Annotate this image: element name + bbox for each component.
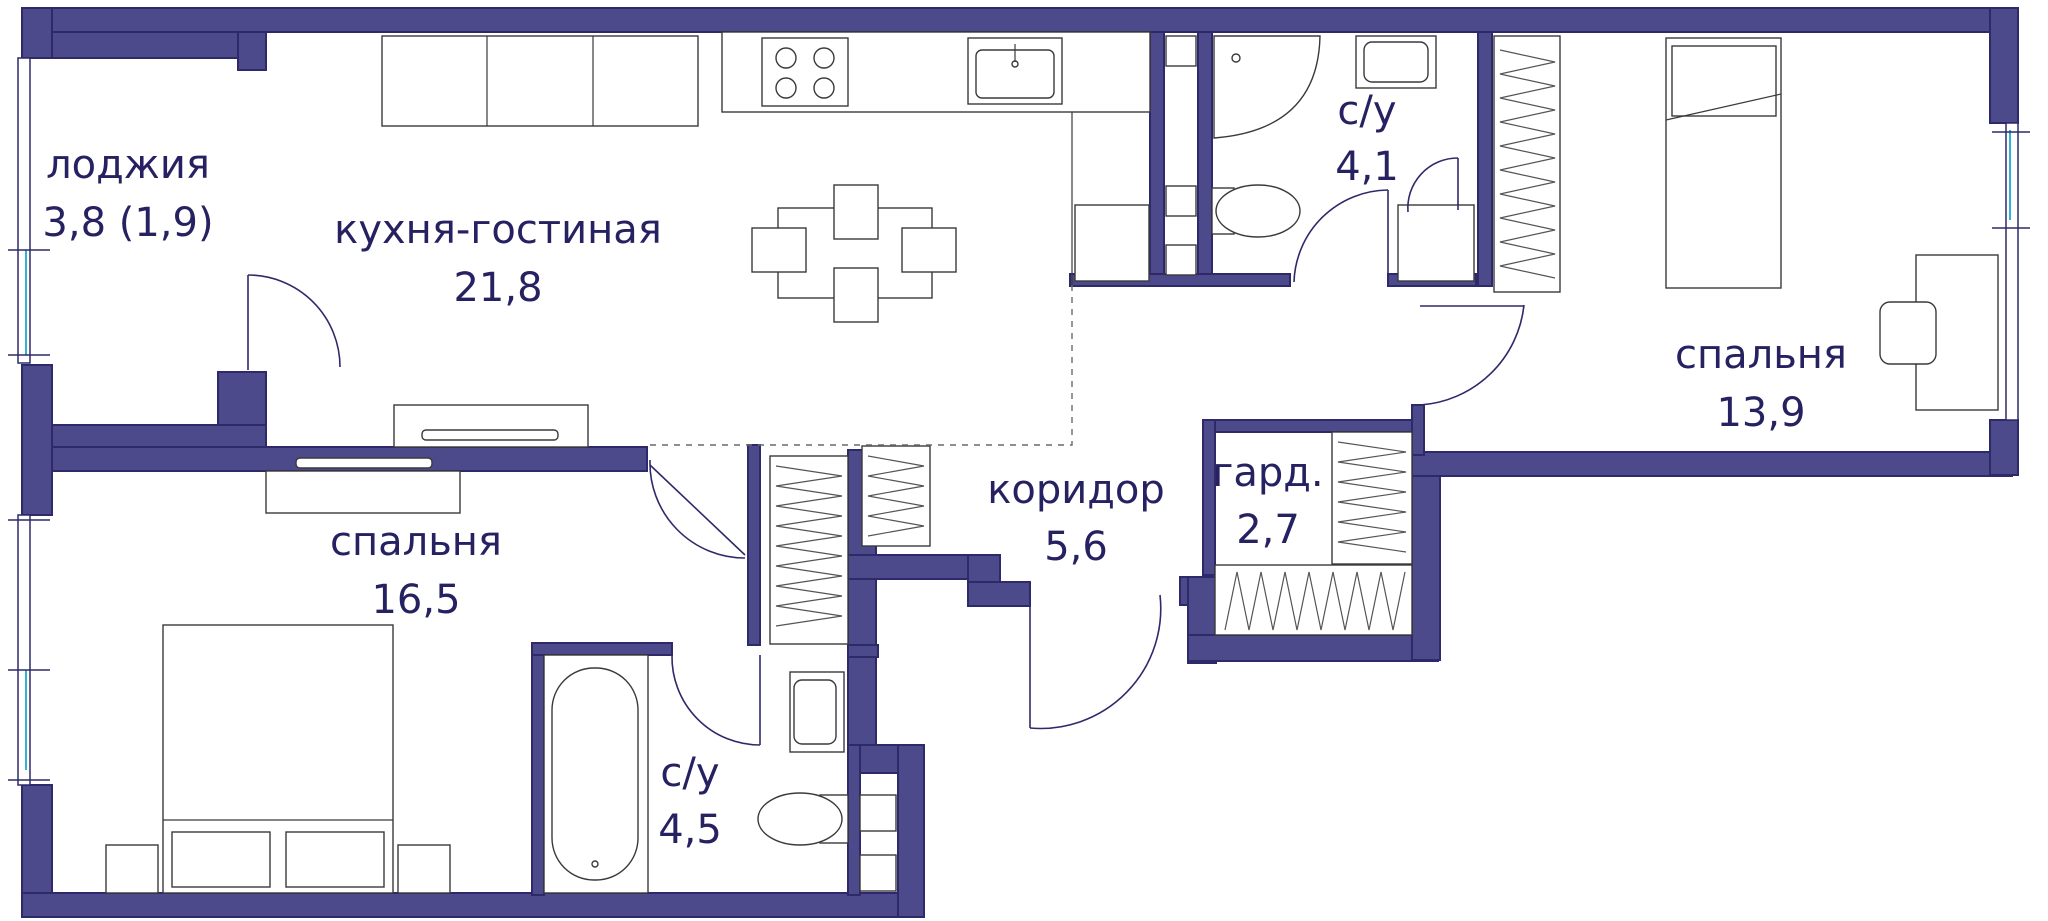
chair-icon — [833, 184, 879, 240]
sofa — [381, 35, 699, 127]
bed-icon — [105, 624, 451, 894]
room-name-corridor: коридор — [987, 467, 1165, 513]
wall-bath-inner — [847, 644, 879, 658]
sink-icon — [1355, 35, 1437, 89]
doors — [247, 157, 1525, 746]
room-name-bedroom-right: спальня — [1675, 332, 1847, 378]
toilet-icon — [1211, 184, 1301, 238]
room-area-corridor: 5,6 — [1044, 524, 1108, 570]
wall-corridor-step3 — [967, 581, 1031, 607]
wall-bottom — [21, 892, 925, 918]
bathtub-icon — [543, 654, 649, 894]
wardrobe-shaft-right — [1493, 35, 1561, 293]
chair-icon — [901, 227, 957, 273]
fridge — [1074, 204, 1150, 282]
wall-shaft-left — [1149, 31, 1165, 285]
wardrobe-corridor — [769, 445, 931, 645]
room-name-kitchen: кухня-гостиная — [334, 207, 662, 253]
room-area-wardrobe: 2,7 — [1236, 507, 1300, 553]
window-icon — [1992, 122, 2030, 421]
door-icon — [671, 654, 761, 746]
wall-loggia-corner — [237, 31, 267, 71]
stove-icon — [761, 37, 849, 107]
sink-icon — [789, 671, 845, 753]
wardrobes — [769, 35, 1561, 645]
wall-bath-top-right — [1477, 31, 1493, 287]
room-name-bath-top: с/у — [1337, 88, 1396, 134]
window-icon — [8, 514, 50, 786]
walls — [21, 7, 2019, 918]
door-icon — [1407, 157, 1459, 213]
wall-bath-split — [847, 744, 861, 896]
room-area-bedroom-right: 13,9 — [1716, 390, 1805, 436]
wall-right-low — [1989, 419, 2019, 476]
wall-wardrobe-top — [1202, 419, 1414, 433]
zone-divider — [650, 285, 1073, 446]
wall-bath-top — [531, 642, 673, 656]
door-icon — [1293, 189, 1389, 283]
wall-wardrobe-left — [747, 444, 761, 646]
wall-left-mid — [21, 364, 53, 516]
washing-machine — [1397, 204, 1475, 282]
wall-bedroom-right-jamb — [1411, 404, 1425, 456]
wall-wardrobe-left2 — [1202, 419, 1216, 576]
windows — [8, 57, 2030, 786]
wall-bath-left — [531, 642, 545, 896]
wardrobe-gard — [1214, 431, 1413, 636]
shower-icon — [1213, 35, 1321, 139]
door-icon — [1419, 304, 1525, 406]
chair-icon — [1879, 301, 1937, 365]
chair-icon — [751, 227, 807, 273]
wall-left-top — [21, 7, 53, 59]
wall-wardrobe-right — [1411, 469, 1441, 661]
room-area-bath-bottom: 4,5 — [658, 807, 722, 853]
tv-stand — [393, 404, 589, 448]
sink-icon — [967, 37, 1063, 105]
tv-stand-bedroom — [265, 470, 461, 514]
room-area-kitchen: 21,8 — [453, 265, 542, 311]
furniture — [105, 31, 1999, 894]
wall-bath-right — [897, 744, 925, 918]
tv-bedroom — [295, 457, 433, 469]
room-area-bedroom-left: 16,5 — [371, 577, 460, 623]
wall-loggia-top — [51, 31, 263, 59]
bed-icon — [1665, 37, 1782, 289]
toilet-icon — [757, 792, 849, 846]
dining-table — [751, 184, 957, 323]
wall-right-top — [1989, 7, 2019, 124]
window-icon — [8, 57, 50, 364]
wall-left-low — [21, 784, 53, 896]
chair-icon — [833, 267, 879, 323]
wall-wardrobe-bottom — [1187, 634, 1439, 662]
room-name-bedroom-left: спальня — [330, 519, 502, 565]
door-icon — [649, 459, 746, 559]
wall-bedroom-right-bottom — [1411, 451, 2013, 477]
door-icon — [1029, 594, 1162, 730]
room-name-bath-bottom: с/у — [660, 750, 719, 796]
door-icon — [247, 274, 341, 370]
wall-top — [21, 7, 2011, 33]
room-name-loggia: лоджия — [46, 142, 210, 188]
wall-shaft-right — [1197, 31, 1213, 285]
room-area-loggia: 3,8 (1,9) — [42, 200, 213, 246]
room-labels: лоджия 3,8 (1,9) кухня-гостиная 21,8 с/у… — [42, 88, 1847, 853]
room-area-bath-top: 4,1 — [1335, 144, 1399, 190]
room-name-wardrobe: гард. — [1212, 450, 1323, 496]
tv — [421, 429, 559, 441]
